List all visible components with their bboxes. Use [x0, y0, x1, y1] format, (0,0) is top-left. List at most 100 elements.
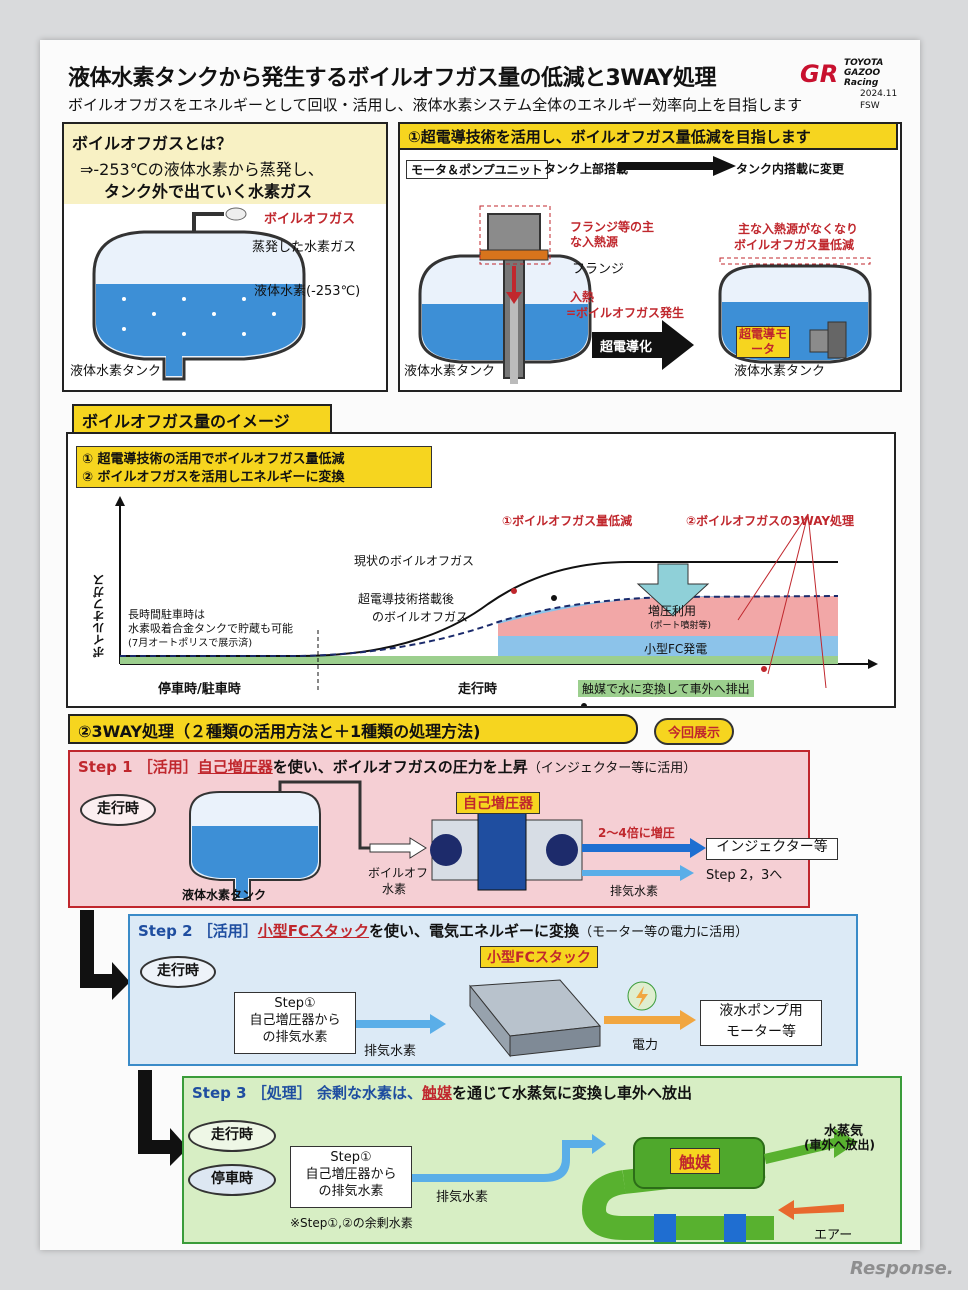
step2-mode: 走行時 — [140, 956, 216, 988]
what-is-panel: ボイルオフガスとは？ ⇒-253℃の液体水素から蒸発し、 タンク外で出ていく水素… — [62, 122, 388, 392]
step2-stack-label: 小型FCスタック — [480, 946, 598, 968]
tank-right-label: 液体水素タンク — [734, 364, 826, 379]
step3-src1: Step① — [330, 1150, 372, 1165]
step-arrow-2 — [138, 1070, 188, 1166]
heat-in-label2: =ボイルオフガス発生 — [566, 306, 685, 320]
step3-src2: 自己増圧器から — [305, 1167, 397, 1182]
step2-title: Step 2 ［活用］小型FCスタックを使い、電気エネルギーに変換（モーター等の… — [138, 920, 748, 941]
ann-3way: ②ボイルオフガスの3WAY処理 — [686, 514, 855, 528]
step1-bog1: ボイルオフ — [368, 866, 429, 880]
sc-motor-label: 超電導モータ — [736, 326, 790, 358]
label-tank: 液体水素タンク — [70, 364, 162, 379]
step3-title-c: を通じて水蒸気に変換し車外へ放出 — [452, 1084, 693, 1102]
step1-title-c: を使い、ボイルオフガスの圧力を上昇 — [272, 758, 528, 776]
bog-image-chart — [115, 496, 878, 706]
x-stop: 停車時/駐車時 — [158, 682, 241, 697]
superconduct-panel: ①超電導技術を活用し、ボイルオフガス量低減を目指します モータ＆ポンプユニット … — [398, 122, 902, 392]
no-source-label: 主な入熱源がなくなり — [738, 222, 859, 236]
point2: ② ボイルオフガスを活用しエネルギーに変換 — [82, 470, 345, 485]
step2-dest2: モーター等 — [726, 1024, 796, 1040]
step2-src1: Step① — [274, 996, 316, 1011]
step1-ratio: 2～4倍に増圧 — [598, 826, 675, 840]
step2-src3: の排気水素 — [262, 1030, 328, 1045]
brand-line: GAZOO — [844, 68, 881, 78]
band-cat: 触媒で水に変換して車外へ排出 — [578, 680, 754, 697]
step3-title-a: Step 3 ［処理］ 余剰な水素は、 — [192, 1084, 422, 1102]
step3-src3: の排気水素 — [318, 1184, 384, 1199]
brand-line: Racing — [844, 78, 879, 88]
ann-after2: のボイルオフガス — [372, 610, 469, 624]
gas-puff-icon — [225, 207, 247, 221]
tank-diagram-basic — [92, 207, 306, 381]
page-title: 液体水素タンクから発生するボイルオフガス量の低減と3WAY処理 — [68, 66, 716, 91]
step2-flow — [356, 979, 696, 1058]
step3-steam2: (車外へ放出) — [804, 1138, 875, 1152]
date-text: 2024.11 — [860, 89, 898, 99]
step3-flow — [412, 1128, 858, 1242]
step1-booster-label: 自己増圧器 — [456, 792, 540, 814]
step1-panel: Step 1 ［活用］自己増圧器を使い、ボイルオフガスの圧力を上昇（インジェクタ… — [68, 750, 838, 908]
superconduct-heading: ①超電導技術を活用し、ボイルオフガス量低減を目指します — [398, 122, 898, 150]
what-is-header — [64, 124, 386, 204]
step1-title-b: 自己増圧器 — [197, 758, 273, 776]
unit-label: モータ＆ポンプユニット — [406, 160, 548, 179]
label-evaporated-gas: 蒸発した水素ガス — [252, 240, 357, 255]
step3-note: ※Step①,②の余剰水素 — [290, 1216, 413, 1230]
sc-arrow-icon — [592, 320, 694, 370]
band-pressure-sub: (ポート噴射等) — [650, 621, 712, 631]
step3-title: Step 3 ［処理］ 余剰な水素は、触媒を通じて水蒸気に変換し車外へ放出 — [192, 1082, 692, 1103]
band-fc: 小型FC発電 — [644, 642, 708, 656]
point1: ① 超電導技術の活用でボイルオフガス量低減 — [82, 452, 345, 467]
way3-heading: ②3WAY処理（２種類の活用方法と＋1種類の処理方法) — [68, 714, 638, 744]
ann-current: 現状のボイルオフガス — [354, 554, 475, 568]
step3-steam1: 水蒸気 — [824, 1124, 864, 1139]
x-drive: 走行時 — [458, 682, 498, 697]
point-box — [76, 446, 432, 488]
step2-dest: 液水ポンプ用 モーター等 — [700, 1000, 822, 1046]
flange-source-text: フランジ等の主な入熱源 — [570, 220, 655, 249]
sc-arrow-label: 超電導化 — [600, 340, 653, 355]
band-pressure: 増圧利用 — [648, 604, 697, 618]
step2-panel: Step 2 ［活用］小型FCスタックを使い、電気エネルギーに変換（モーター等の… — [128, 914, 858, 1066]
step1-flow — [189, 780, 706, 901]
step3-panel: Step 3 ［処理］ 余剰な水素は、触媒を通じて水蒸気に変換し車外へ放出 走行… — [182, 1076, 902, 1244]
label-bog: ボイルオフガス — [264, 212, 356, 227]
step3-mode-stop: 停車時 — [188, 1164, 276, 1196]
tank-left-label: 液体水素タンク — [404, 364, 496, 379]
what-is-line2: タンク外で出ていく水素ガス — [104, 182, 313, 201]
step2-title-a: Step 2 ［活用］ — [138, 922, 258, 940]
step3-source: Step① 自己増圧器から の排気水素 — [290, 1146, 412, 1208]
exhibit-badge: 今回展示 — [654, 718, 735, 745]
step2-title-b: 小型FCスタック — [257, 922, 370, 940]
what-is-line1: ⇒-253℃の液体水素から蒸発し、 — [80, 160, 324, 179]
step1-title-a: Step 1 ［活用］ — [78, 758, 198, 776]
step2-source: Step① 自己増圧器から の排気水素 — [234, 992, 356, 1054]
step1-next: Step 2，3へ — [706, 868, 783, 883]
step-arrow-1 — [80, 910, 130, 1000]
step2-title-c: を使い、電気エネルギーに変換 — [369, 922, 580, 940]
step2-title-d: （モーター等の電力に活用） — [579, 925, 749, 940]
gr-mark: GR — [800, 60, 839, 88]
in-tank-label: タンク内搭載に変更 — [736, 162, 845, 176]
brand-text: TOYOTA GAZOO Racing — [844, 58, 883, 88]
page-subtitle: ボイルオフガスをエネルギーとして回収・活用し、液体水素システム全体のエネルギー効… — [68, 96, 803, 114]
reduced-label: ボイルオフガス量低減 — [734, 238, 855, 252]
step1-bog2: 水素 — [382, 882, 407, 896]
watermark: Response. — [850, 1258, 954, 1279]
brand-line: TOYOTA — [844, 58, 884, 68]
step2-dest1: 液水ポンプ用 — [719, 1003, 803, 1019]
step3-title-b: 触媒 — [422, 1084, 453, 1102]
step3-mode-drive: 走行時 — [188, 1120, 276, 1152]
step2-power: 電力 — [632, 1038, 659, 1053]
image-panel: ① 超電導技術の活用でボイルオフガス量低減 ② ボイルオフガスを活用しエネルギー… — [66, 432, 896, 708]
date-stamp: 2024.11 FSW — [860, 88, 897, 112]
step1-tank: 液体水素タンク — [182, 888, 267, 902]
step2-src2: 自己増圧器から — [249, 1013, 341, 1028]
step1-exhaust: 排気水素 — [610, 884, 659, 898]
top-mount-label: タンク上部搭載 — [544, 162, 629, 176]
ann-reduce: ①ボイルオフガス量低減 — [502, 514, 633, 528]
lightning-icon — [636, 986, 648, 1008]
y-axis-label: ボイルオフガス — [92, 574, 106, 658]
step1-mode: 走行時 — [80, 794, 156, 826]
step1-title-d: （インジェクター等に活用） — [527, 761, 697, 776]
